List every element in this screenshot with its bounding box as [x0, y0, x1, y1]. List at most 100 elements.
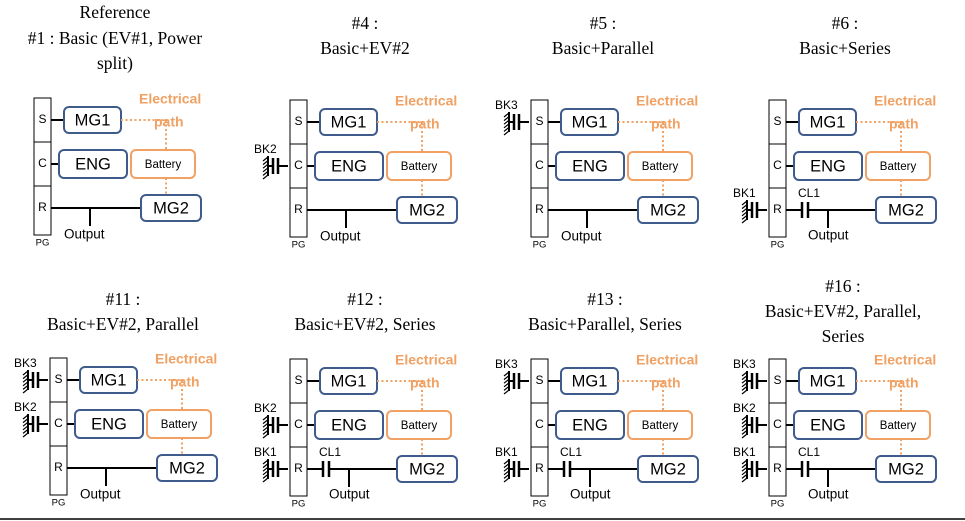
mg1-box: MG1	[63, 106, 122, 134]
electrical-path-label: Electrical	[874, 352, 936, 368]
electrical-path-label: path	[410, 116, 440, 132]
brake-bk2: BK2	[254, 142, 288, 180]
pg-column-frame	[49, 357, 68, 496]
planetary-gear-label: PG	[52, 498, 66, 509]
engine-box-frame	[58, 149, 128, 179]
brake-bk3-label: BK3	[14, 356, 37, 370]
ring-gear-label: R	[294, 202, 303, 216]
engine-box-label: ENG	[572, 416, 608, 434]
ring-gear-label: R	[535, 202, 544, 216]
battery-box-label: Battery	[880, 420, 917, 432]
planetary-gear-label: PG	[292, 240, 306, 251]
configuration-panel-1: Reference#1 : Basic (EV#1, Powersplit)SC…	[28, 2, 203, 249]
mg2-box: MG2	[156, 454, 218, 482]
battery-box-label: Battery	[642, 161, 679, 173]
battery-box-frame	[865, 151, 931, 181]
brake-bk3-label: BK3	[495, 98, 518, 112]
engine-box-frame	[74, 409, 144, 439]
output-label: Output	[320, 229, 361, 244]
carrier-label: C	[773, 158, 782, 172]
brake-bk1-label: BK1	[254, 445, 277, 459]
hatch-line	[503, 378, 510, 384]
brake-bk1-label: BK1	[733, 186, 756, 200]
ground-hatch-icon	[262, 415, 269, 439]
hatch-line	[262, 466, 269, 472]
mg1-box-label: MG1	[75, 111, 111, 129]
hatch-line	[262, 156, 269, 162]
pg-column-frame	[289, 99, 308, 238]
brake-bk1: BK1	[495, 445, 529, 483]
mg2-box-frame	[156, 454, 218, 482]
configuration-panel-8: #16 :Basic+EV#2, Parallel,SeriesSCRPGMG1…	[733, 276, 937, 510]
hatch-line	[741, 415, 748, 421]
mg1-box-label: MG1	[331, 113, 367, 131]
sun-gear-label: S	[535, 114, 543, 128]
output-label: Output	[329, 487, 370, 502]
electrical-path-label: path	[410, 375, 440, 391]
battery-box-label: Battery	[401, 420, 438, 432]
hatch-line	[262, 419, 269, 425]
mg1-box: MG1	[560, 108, 619, 136]
carrier-label: C	[54, 416, 63, 430]
ring-gear-label: R	[535, 461, 544, 475]
brake-bk2: BK2	[14, 400, 48, 438]
carrier-label: C	[38, 156, 47, 170]
clutch-cl1-label: CL1	[798, 445, 820, 459]
mg2-box: MG2	[396, 196, 458, 224]
brake-bk1: BK1	[733, 445, 767, 483]
hatch-line	[22, 377, 29, 383]
mg1-box: MG1	[79, 366, 138, 394]
hatch-line	[503, 466, 510, 472]
hatch-line	[22, 388, 29, 394]
ground-hatch-icon	[22, 414, 29, 438]
mg1-box: MG1	[319, 108, 378, 136]
electrical-path-label: path	[651, 116, 681, 132]
hatch-line	[22, 432, 29, 438]
hatch-line	[22, 384, 29, 390]
mg2-box: MG2	[396, 455, 458, 483]
hatch-line	[741, 466, 748, 472]
brake-bk1-label: BK1	[495, 445, 518, 459]
hatch-line	[741, 382, 748, 388]
output-label: Output	[808, 228, 849, 243]
hatch-line	[262, 459, 269, 465]
brake-bk3: BK3	[14, 356, 48, 394]
engine-box-label: ENG	[331, 157, 367, 175]
hatch-line	[262, 473, 269, 479]
engine-box-label: ENG	[810, 416, 846, 434]
hatch-line	[503, 477, 510, 483]
ground-hatch-icon	[741, 459, 748, 483]
panel-title-line-2: Basic+EV#2	[320, 38, 410, 58]
mg1-box-label: MG1	[810, 113, 846, 131]
hatch-line	[741, 459, 748, 465]
pg-column-frame	[530, 358, 549, 497]
engine-box-label: ENG	[572, 157, 608, 175]
hatch-line	[503, 473, 510, 479]
battery-box-label: Battery	[880, 161, 917, 173]
electrical-path-label: Electrical	[636, 352, 698, 368]
mg2-box: MG2	[140, 194, 202, 222]
mg2-box: MG2	[875, 455, 937, 483]
panel-title-line-2: Basic+EV#2, Series	[294, 314, 435, 334]
battery-box: Battery	[627, 151, 693, 181]
brake-bk3: BK3	[733, 357, 767, 395]
mg2-box-frame	[140, 194, 202, 222]
electrical-path-label: Electrical	[395, 93, 457, 109]
hatch-line	[741, 426, 748, 432]
engine-box: ENG	[74, 409, 144, 439]
ring-gear-label: R	[773, 202, 782, 216]
clutch-cl1-label: CL1	[798, 186, 820, 200]
mg2-box: MG2	[637, 196, 699, 224]
hatch-line	[262, 160, 269, 166]
ring-gear-label: R	[294, 461, 303, 475]
sun-gear-label: S	[535, 373, 543, 387]
brake-bk2: BK2	[254, 401, 288, 439]
battery-box-frame	[130, 149, 196, 179]
